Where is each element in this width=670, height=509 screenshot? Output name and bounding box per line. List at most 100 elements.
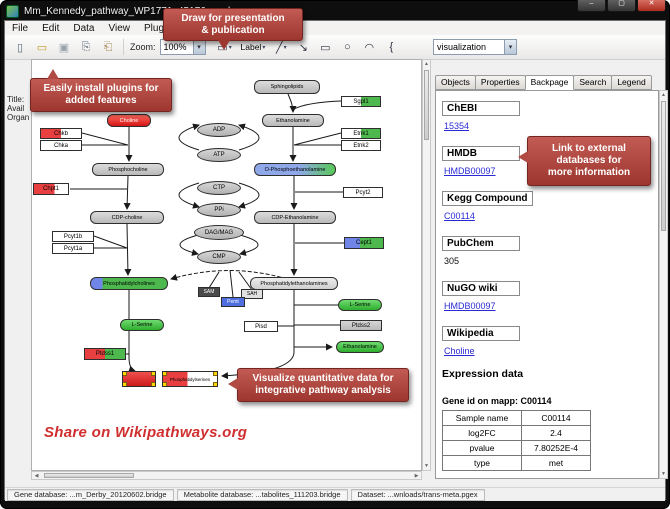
canvas-horizontal-scrollbar[interactable]: ◀ ▶ (31, 471, 422, 480)
scroll-up-icon[interactable]: ▲ (424, 61, 429, 67)
dropdown-arrow-icon[interactable]: ▾ (283, 44, 287, 51)
pathway-node-o-phosphoethanolamine[interactable]: O-Phosphoethanolamine (254, 163, 336, 176)
pathway-node-ethanolamine[interactable]: Ethanolamine (336, 341, 384, 353)
minimize-button[interactable]: – (577, 0, 606, 12)
selection-handle[interactable] (151, 382, 155, 386)
selection-handle[interactable] (213, 382, 217, 386)
connector-tool[interactable]: ↘ (298, 41, 308, 54)
menu-plugins[interactable]: Plugins (143, 22, 177, 34)
pathway-node-sam[interactable]: SAM (198, 287, 220, 297)
pathway-node-pcyt1b[interactable]: Pcyt1b (52, 231, 94, 242)
pathway-node-atp[interactable]: ATP (197, 148, 241, 162)
brace-tool[interactable]: { (389, 41, 394, 53)
pathway-node-sphingolipids[interactable]: Sphingolipids (254, 80, 320, 94)
pathway-node-chkb[interactable]: Chkb (40, 128, 82, 139)
canvas-vertical-scrollbar[interactable]: ▲ ▼ (422, 59, 431, 471)
toolbar: ▯▭▣⎘⎗ Zoom: 100% ▾ ▭▾Label▾╱▾↘▭○◠{ visua… (5, 35, 665, 60)
open-folder-icon[interactable]: ▭ (36, 41, 48, 54)
scroll-up-icon[interactable]: ▲ (661, 92, 666, 98)
zoom-combobox[interactable]: 100% ▾ (159, 39, 206, 55)
pathway-node[interactable] (122, 371, 156, 387)
table-cell: Sample name (442, 410, 522, 426)
pathway-node-cmp[interactable]: CMP (197, 250, 241, 264)
pathway-node-phosphatidylethanolamines[interactable]: Phosphatidylethanolamines (250, 277, 338, 290)
pathway-node-ctp[interactable]: CTP (197, 181, 241, 195)
info-label-title: Title: (7, 95, 25, 104)
tab-properties[interactable]: Properties (474, 75, 526, 90)
selection-handle[interactable] (123, 372, 127, 376)
table-cell: log2FC (442, 425, 522, 441)
dropdown-arrow-icon[interactable]: ▾ (262, 44, 266, 51)
pathway-node-l-serine[interactable]: L-Serine (120, 319, 164, 331)
label-tool[interactable]: Label▾ (240, 42, 266, 52)
pathway-node-sgpl1[interactable]: Sgpl1 (341, 96, 381, 107)
tab-legend[interactable]: Legend (611, 75, 652, 90)
scroll-down-icon[interactable]: ▼ (424, 463, 429, 469)
menu-edit[interactable]: Edit (42, 22, 60, 34)
pathway-node-cdp-ethanolamine[interactable]: CDP-Ethanolamine (254, 211, 336, 224)
panel-scrollbar[interactable]: ▲ ▼ (659, 90, 668, 479)
selection-handle[interactable] (151, 372, 155, 376)
pathway-node-pcyt2[interactable]: Pcyt2 (343, 187, 383, 198)
pathway-node-phosphocholine[interactable]: Phosphocholine (92, 163, 164, 176)
new-file-icon[interactable]: ▯ (16, 41, 24, 54)
pathway-node-choline[interactable]: Choline (107, 114, 151, 127)
tab-objects[interactable]: Objects (435, 75, 476, 90)
backpage-link-hmdb[interactable]: HMDB00097 (444, 166, 496, 176)
oval-tool[interactable]: ○ (344, 41, 351, 53)
backpage-link-kegg-compound[interactable]: C00114 (444, 211, 475, 221)
pathway-node-cept1[interactable]: Cept1 (344, 237, 384, 249)
menu-view[interactable]: View (108, 22, 130, 34)
pathway-node-l-serine[interactable]: L-Serine (338, 299, 382, 311)
scroll-left-icon[interactable]: ◀ (34, 473, 39, 479)
pathway-node-etnk1[interactable]: Etnk1 (341, 128, 381, 139)
selection-handle[interactable] (163, 372, 167, 376)
pathway-node-pcyt1a[interactable]: Pcyt1a (52, 243, 94, 254)
pathway-node-ppi[interactable]: PPi (197, 203, 241, 217)
selection-handle[interactable] (123, 382, 127, 386)
pathway-node-ptdss1[interactable]: Ptdss1 (84, 348, 126, 360)
dropdown-arrow-icon[interactable]: ▾ (228, 44, 232, 51)
pathway-node-dag-mag[interactable]: DAG/MAG (194, 225, 244, 240)
scroll-right-icon[interactable]: ▶ (414, 473, 419, 479)
menu-file[interactable]: File (12, 22, 29, 34)
pathway-node-pisd[interactable]: Pisd (244, 321, 278, 332)
titlebar[interactable]: Mm_Kennedy_pathway_WP1771_45176.gpml (6, 3, 664, 20)
save-icon[interactable]: ▣ (58, 41, 70, 54)
pathway-node-ethanolamine[interactable]: Ethanolamine (262, 114, 324, 127)
backpage-link-chebi[interactable]: 15354 (444, 121, 470, 131)
scroll-down-icon[interactable]: ▼ (661, 471, 666, 477)
close-button[interactable]: ✕ (637, 0, 666, 12)
maximize-button[interactable]: ▢ (607, 0, 636, 12)
copy-icon[interactable]: ⎘ (81, 40, 91, 53)
selection-handle[interactable] (213, 372, 217, 376)
menu-data[interactable]: Data (73, 22, 95, 34)
backpage-link-nugo-wiki[interactable]: HMDB00097 (444, 301, 496, 311)
scrollbar-thumb[interactable] (661, 101, 666, 231)
paste-icon[interactable]: ⎗ (103, 40, 113, 53)
rect-tool[interactable]: ▭ (320, 41, 331, 54)
pathway-node-etnk2[interactable]: Etnk2 (341, 140, 381, 151)
backpage-link-wikipedia[interactable]: Choline (444, 346, 475, 356)
selection-handle[interactable] (163, 382, 167, 386)
dropdown-arrow-icon[interactable]: ▾ (504, 40, 516, 54)
tab-search[interactable]: Search (573, 75, 613, 90)
scrollbar-thumb[interactable] (44, 473, 134, 478)
pathway-node-chka[interactable]: Chka (40, 140, 82, 151)
scrollbar-thumb[interactable] (424, 70, 429, 140)
visualization-combobox[interactable]: visualization ▾ (433, 39, 517, 55)
pathway-node-adp[interactable]: ADP (197, 123, 241, 137)
dropdown-arrow-icon[interactable]: ▾ (192, 40, 205, 54)
pathway-node-cdp-choline[interactable]: CDP-choline (90, 211, 164, 224)
pathway-node-pemt[interactable]: Pemt (221, 297, 245, 307)
pathway-node-ptdss2[interactable]: Ptdss2 (340, 320, 382, 331)
pathway-node-phosphatidylserines[interactable]: Phosphatidylserines (162, 371, 218, 387)
tab-backpage[interactable]: Backpage (524, 75, 575, 90)
pathway-node-chpt1[interactable]: Chpt1 (33, 183, 69, 195)
arc-tool[interactable]: ◠ (364, 41, 375, 54)
line-tool[interactable]: ╱▾ (276, 41, 287, 54)
callout-line: Easily install plugins for (43, 83, 159, 94)
pathway-node-phosphatidylcholines[interactable]: Phosphatidylcholines (90, 277, 168, 290)
